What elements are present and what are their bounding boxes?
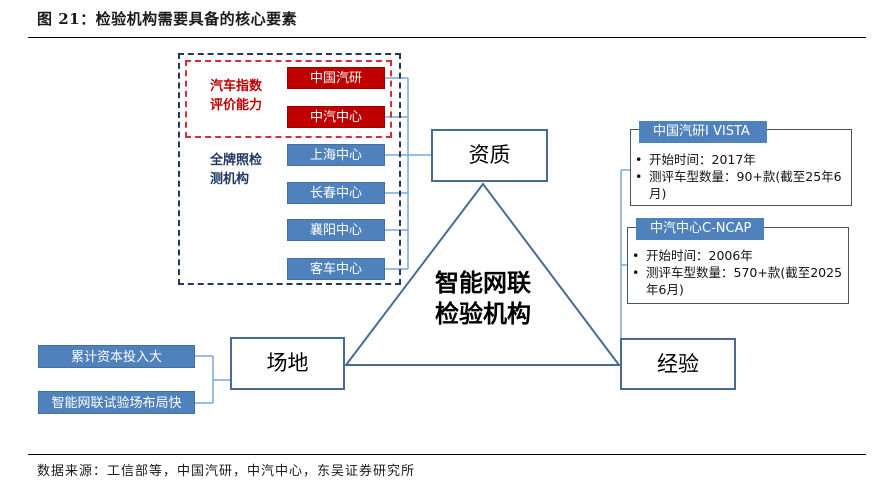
- license-group-label-line1: 全牌照检: [210, 153, 263, 168]
- index-group-label-line1: 汽车指数: [210, 79, 263, 94]
- experience-card-title: 中汽中心C-NCAP: [636, 218, 764, 240]
- center-triangle: [343, 182, 622, 366]
- license-item: 客车中心: [287, 258, 385, 280]
- license-group-label-line2: 测机构: [210, 172, 250, 187]
- site-item: 智能网联试验场布局快: [38, 391, 195, 414]
- index-group-label: 汽车指数 评价能力: [210, 77, 262, 115]
- site-node: 场地: [230, 337, 345, 390]
- experience-bullet: 测评车型数量：570+款(截至2025年6月): [630, 264, 844, 298]
- center-label-line1: 智能网联: [435, 269, 531, 297]
- license-item: 上海中心: [287, 144, 385, 166]
- index-item: 中汽中心: [287, 106, 385, 128]
- experience-bullet: 测评车型数量：90+款(截至25年6月): [633, 168, 847, 202]
- site-item: 累计资本投入大: [38, 345, 195, 368]
- license-item: 襄阳中心: [287, 219, 385, 241]
- site-connectors: [195, 355, 230, 404]
- index-group-label-line2: 评价能力: [210, 98, 263, 113]
- experience-node: 经验: [620, 338, 736, 390]
- license-item: 长春中心: [287, 182, 385, 204]
- index-group-frame: [185, 60, 392, 138]
- license-group-label: 全牌照检 测机构: [210, 151, 262, 189]
- experience-bullet: 开始时间：2006年: [630, 247, 844, 264]
- figure-title: 图 21：检验机构需要具备的核心要素: [37, 10, 298, 28]
- source-divider: [28, 454, 866, 455]
- qualification-connectors: [385, 77, 432, 270]
- center-label-line2: 检验机构: [435, 300, 531, 328]
- figure-source: 数据来源：工信部等，中国汽研，中汽中心，东吴证券研究所: [37, 464, 416, 479]
- index-item: 中国汽研: [287, 67, 385, 89]
- center-label: 智能网联 检验机构: [403, 268, 563, 330]
- title-divider: [28, 37, 866, 38]
- license-group-frame: [178, 53, 401, 285]
- experience-bullet: 开始时间：2017年: [633, 151, 847, 168]
- experience-card-title: 中国汽研I VISTA: [639, 121, 767, 143]
- qualification-node: 资质: [431, 129, 548, 182]
